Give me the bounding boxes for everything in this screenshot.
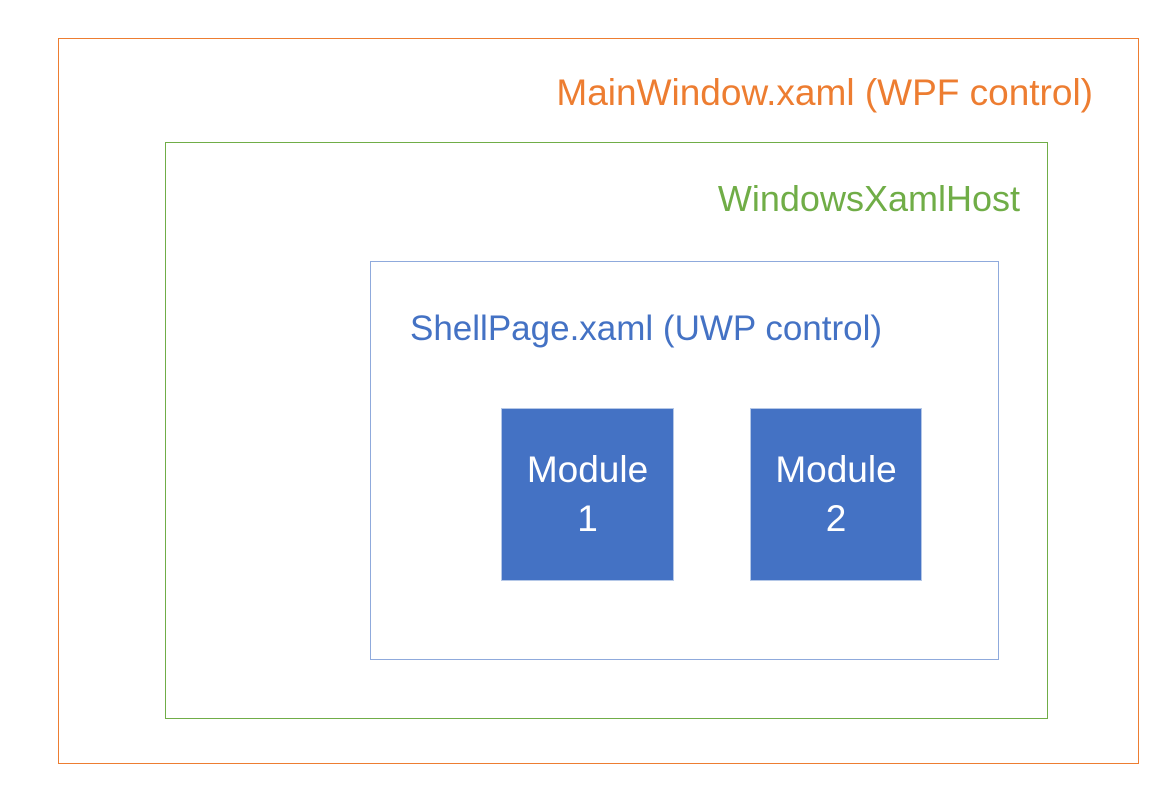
shell-page-label: ShellPage.xaml (UWP control) — [410, 309, 883, 348]
main-window-label: MainWindow.xaml (WPF control) — [556, 72, 1093, 113]
module-1-number: 1 — [577, 497, 598, 539]
main-window-box — [58, 38, 1139, 764]
windows-xaml-host-label: WindowsXamlHost — [717, 178, 1020, 219]
module-1-label: Module — [526, 449, 649, 491]
module-1-box: Module 1 — [501, 408, 674, 581]
shell-page-box — [370, 261, 999, 660]
module-2-number: 2 — [825, 497, 847, 539]
module-2-label: Module — [775, 449, 897, 491]
module-2-box: Module 2 — [750, 408, 922, 581]
windows-xaml-host-box — [165, 142, 1048, 719]
